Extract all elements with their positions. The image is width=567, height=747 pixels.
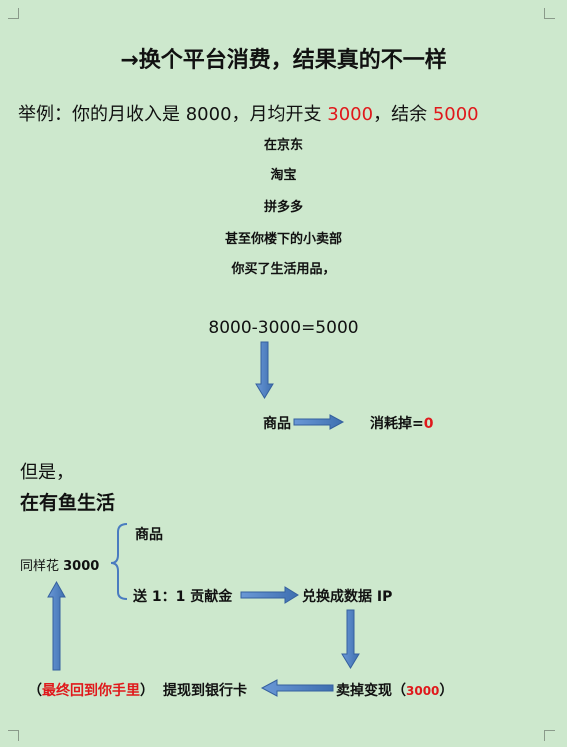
but-text: 但是， (20, 462, 74, 483)
platform-item: 淘宝 (270, 168, 297, 183)
same-spend-amount: 3000 (63, 559, 100, 574)
equation: 8000-3000=5000 (208, 318, 359, 338)
back-to-you-label: （最终回到你手里） (28, 680, 154, 700)
redeem-label: 兑换成数据 IP (302, 589, 393, 605)
right-arrow (240, 586, 299, 604)
page-title: →换个平台消费，结果真的不一样 (120, 48, 447, 73)
left-arrow (260, 679, 334, 697)
page-corner-mark (544, 8, 555, 19)
example-middle: ，结余 (373, 104, 433, 125)
consumed-text: 消耗掉= (370, 416, 424, 432)
live-in-heading: 在有鱼生活 (20, 492, 116, 514)
page-corner-mark (8, 8, 19, 19)
platform-item: 你买了生活用品， (231, 262, 336, 277)
goods-label: 商品 (263, 416, 291, 432)
page-corner-mark (8, 730, 19, 741)
same-spend-text: 同样花 (20, 559, 64, 574)
up-arrow (47, 580, 66, 671)
platform-item: 甚至你楼下的小卖部 (224, 232, 342, 247)
withdraw-label: 提现到银行卡 (163, 683, 247, 699)
down-arrow (341, 609, 360, 669)
down-arrow (255, 341, 274, 399)
branch-brace (110, 523, 128, 600)
back-text: 最终回到你手里 (42, 683, 140, 699)
platform-item: 拼多多 (263, 200, 303, 215)
example-prefix: 举例：你的月收入是 8000，月均开支 (18, 104, 328, 125)
sell-amount: 3000 (406, 684, 440, 698)
consumed-value: 0 (423, 416, 434, 432)
sell-label: 卖掉变现（3000） (336, 680, 453, 700)
sell-text: 卖掉变现（ (336, 683, 406, 699)
back-open: （ (28, 683, 42, 699)
consumed-label: 消耗掉=0 (370, 413, 433, 433)
right-arrow (293, 414, 345, 430)
same-spend-label: 同样花 3000 (20, 555, 99, 574)
gift-label: 送 1：1 贡献金 (133, 589, 233, 605)
sell-suffix: ） (439, 683, 454, 699)
page-corner-mark (544, 730, 555, 741)
expense-value: 3000 (327, 104, 374, 125)
example-line: 举例：你的月收入是 8000，月均开支 3000，结余 5000 (18, 100, 479, 126)
balance-value: 5000 (432, 104, 479, 125)
platform-item: 在京东 (263, 138, 303, 153)
back-close: ） (140, 683, 154, 699)
branch-goods-label: 商品 (135, 527, 163, 543)
